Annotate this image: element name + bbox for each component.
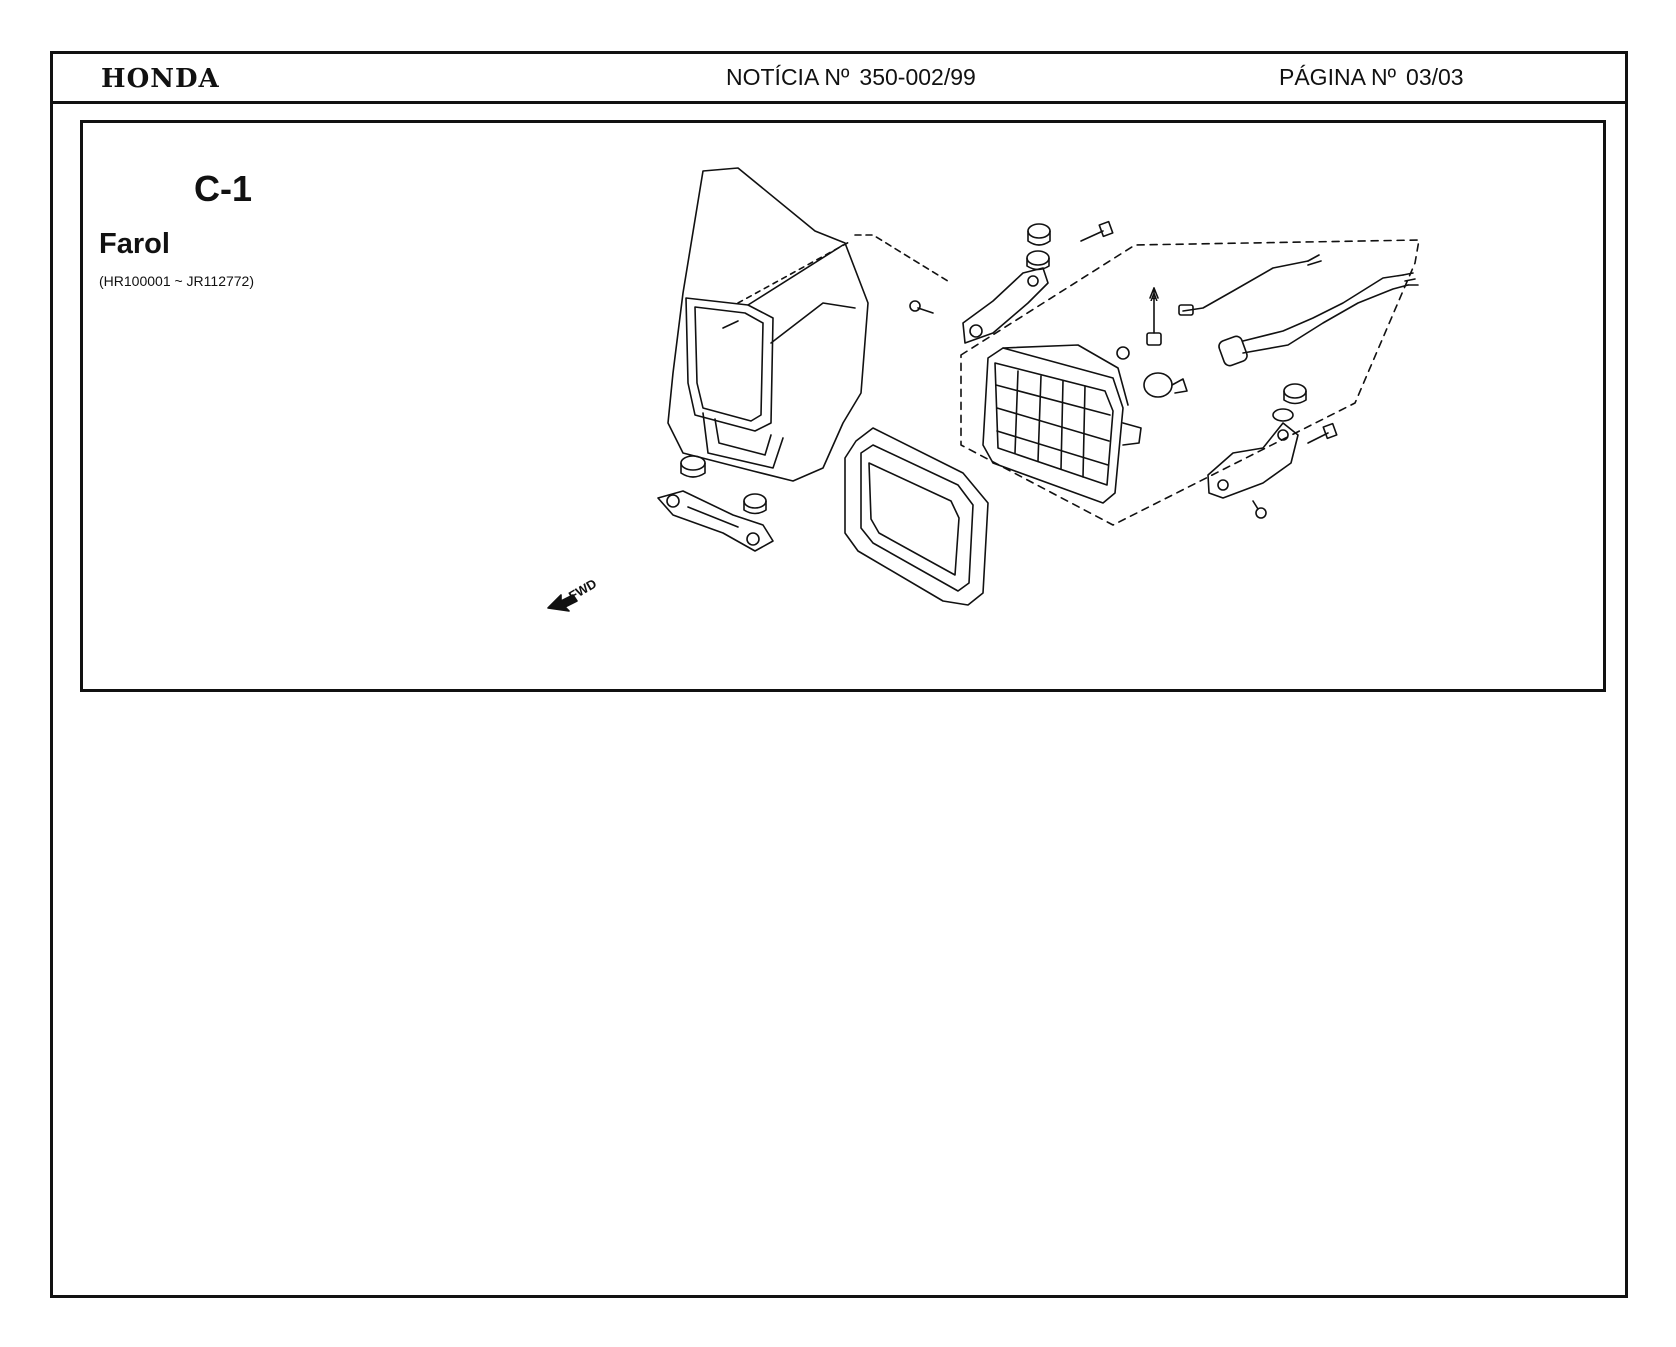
sealed-beam-unit <box>982 344 1142 504</box>
notice-number: 350-002/99 <box>859 64 976 90</box>
header-bar: HONDA NOTÍCIA Nº 350-002/99 PÁGINA Nº 03/0… <box>53 54 1625 104</box>
forward-arrow-icon: FWD <box>547 576 599 612</box>
headlight-cowl <box>667 167 952 482</box>
side-bracket <box>1207 383 1338 519</box>
page-number: 03/03 <box>1406 64 1464 90</box>
notice-field: NOTÍCIA Nº 350-002/99 <box>726 64 976 91</box>
page-frame: HONDA NOTÍCIA Nº 350-002/99 PÁGINA Nº 03/0… <box>50 51 1628 1298</box>
figure-title: Farol <box>99 228 170 260</box>
lower-mount-bracket <box>657 455 774 552</box>
headlight-rim <box>844 427 989 606</box>
honda-logo: HONDA <box>101 64 220 94</box>
figure-code: C-1 <box>194 168 253 209</box>
forward-label: FWD <box>566 576 599 604</box>
headlight-exploded-diagram: A FWD <box>547 167 1420 612</box>
callout-letter-a: A <box>1150 292 1158 304</box>
upper-stay <box>909 220 1114 344</box>
page-label: PÁGINA Nº <box>1279 64 1397 90</box>
serial-range: (HR100001 ~ JR112772) <box>99 273 255 289</box>
notice-label: NOTÍCIA Nº <box>726 64 850 90</box>
page-number-field: PÁGINA Nº 03/03 <box>1279 64 1464 91</box>
bulb-and-socket <box>1116 254 1419 398</box>
assembly-outline <box>960 239 1420 526</box>
figure-box: C-1 Farol (HR100001 ~ JR112772) <box>80 120 1606 692</box>
